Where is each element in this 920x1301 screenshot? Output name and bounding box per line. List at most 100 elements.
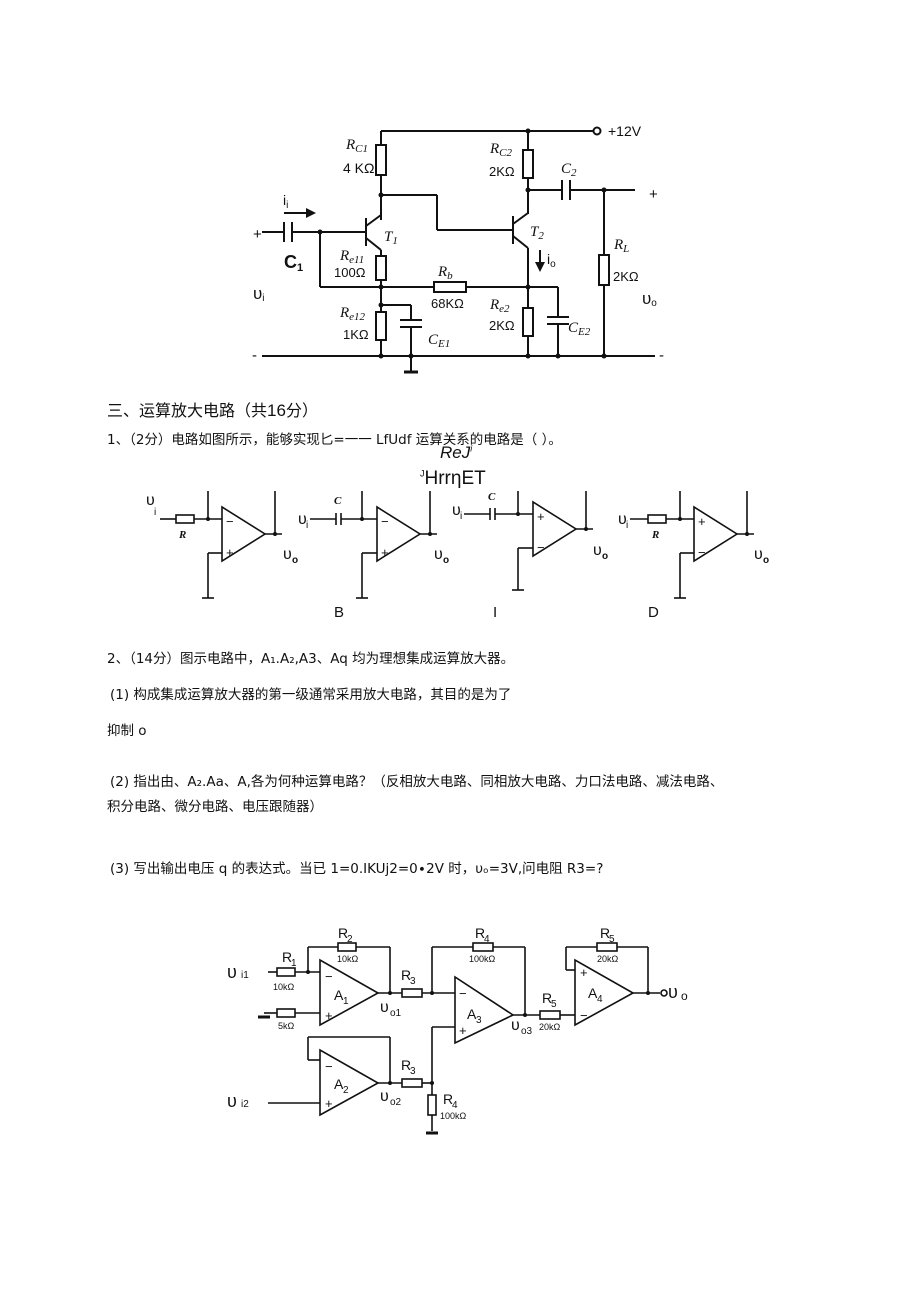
re11-label: Re11	[339, 248, 364, 266]
svg-text:R: R	[178, 529, 186, 541]
svg-text:υ: υ	[618, 511, 627, 528]
c2-label: C2	[561, 161, 577, 179]
svg-text:o: o	[602, 551, 608, 562]
svg-text:1: 1	[343, 996, 349, 1007]
svg-text:5: 5	[609, 934, 615, 945]
svg-text:1: 1	[291, 958, 297, 969]
q2-part1-line2: 抑制 o	[107, 723, 147, 739]
svg-text:R: R	[401, 1057, 411, 1073]
svg-text:R: R	[600, 925, 610, 941]
svg-text:i2: i2	[241, 1099, 249, 1110]
svg-text:−: −	[325, 969, 333, 984]
input-minus-label: -	[252, 347, 257, 364]
svg-text:A: A	[588, 985, 598, 1001]
c1-label: C1	[284, 252, 303, 274]
svg-text:R: R	[338, 925, 348, 941]
svg-text:o: o	[763, 555, 769, 566]
rl-label: RL	[613, 237, 629, 255]
svg-text:5kΩ: 5kΩ	[278, 1021, 295, 1031]
svg-text:R: R	[542, 990, 552, 1006]
rl-value: 2KΩ	[613, 269, 639, 284]
q2-part1-line1: (1) 构成集成运算放大器的第一级通常采用放大电路，其目的是为了	[110, 687, 512, 703]
svg-text:o: o	[292, 555, 298, 566]
io-label: io	[547, 251, 556, 270]
svg-text:υ: υ	[593, 542, 602, 559]
q2-part2-line2: 积分电路、微分电路、电压跟随器）	[107, 799, 323, 815]
svg-text:C: C	[488, 491, 496, 503]
svg-text:υ: υ	[380, 1088, 389, 1105]
svg-text:3: 3	[410, 1066, 416, 1077]
input-plus-label: +	[253, 226, 262, 243]
svg-text:R: R	[401, 967, 411, 983]
svg-text:100kΩ: 100kΩ	[469, 954, 496, 964]
svg-text:i: i	[460, 511, 462, 522]
svg-text:A: A	[334, 987, 344, 1003]
svg-text:υ: υ	[434, 546, 443, 563]
svg-text:3: 3	[410, 976, 416, 987]
rc2-value: 2KΩ	[489, 164, 515, 179]
svg-text:+: +	[325, 1096, 333, 1111]
svg-text:i: i	[306, 520, 308, 531]
svg-text:+: +	[226, 545, 234, 560]
svg-text:−: −	[459, 986, 467, 1001]
svg-text:5: 5	[551, 999, 557, 1010]
heading-suffix: 分）	[285, 401, 318, 420]
svg-text:υ: υ	[298, 511, 307, 528]
svg-text:−: −	[698, 545, 706, 560]
heading-prefix: 三、运算放大电路（共	[107, 401, 268, 420]
svg-text:2: 2	[347, 934, 353, 945]
svg-text:A: A	[334, 1076, 344, 1092]
svg-text:υ: υ	[452, 502, 461, 519]
svg-text:R: R	[282, 949, 292, 965]
q2-part2-line1: (2) 指出由、A₂.Aa、A,各为何种运算电路？（反相放大电路、同相放大电路、…	[110, 774, 724, 790]
vi-label: υi	[253, 284, 265, 304]
vcc-label: +12V	[608, 123, 642, 139]
q2-title: 2、（14分）图示电路中，A₁.A₂,A3、Aq 均为理想集成运算放大器。	[107, 651, 515, 667]
q1-text: 1、（2分）电路如图所示，能够实现匕=一一 LfUdf 运算关系的电路是（ ）。	[107, 432, 562, 448]
heading-number: 16	[267, 401, 286, 420]
svg-text:+: +	[381, 545, 389, 560]
svg-text:R: R	[651, 529, 659, 541]
svg-text:υ: υ	[283, 546, 292, 563]
q1-garbled-1: ReJi	[440, 443, 473, 462]
svg-text:−: −	[537, 540, 545, 555]
svg-text:+: +	[537, 509, 545, 524]
amplifier-circuit-diagram: +12V RC1 4 KΩ RC2 2KΩ C2 + ii + T1 T2 Re…	[252, 123, 664, 374]
svg-text:υ: υ	[668, 982, 678, 1002]
svg-text:C: C	[334, 495, 342, 507]
q2-part3: (3) 写出输出电压 q 的表达式。当已 1=0.IKUj2=0∙2V 时，υₒ…	[110, 861, 604, 877]
svg-text:υ: υ	[227, 1091, 237, 1111]
svg-text:+: +	[698, 514, 706, 529]
svg-text:100kΩ: 100kΩ	[440, 1111, 467, 1121]
svg-text:−: −	[381, 514, 389, 529]
svg-text:10kΩ: 10kΩ	[337, 954, 359, 964]
svg-text:i: i	[626, 520, 628, 531]
svg-text:4: 4	[484, 934, 490, 945]
svg-text:+: +	[459, 1023, 467, 1038]
svg-text:10kΩ: 10kΩ	[273, 982, 295, 992]
output-minus-label: -	[659, 347, 664, 364]
svg-text:A: A	[467, 1006, 477, 1022]
ce2-label: CE2	[568, 320, 591, 338]
ii-label: ii	[283, 192, 288, 211]
svg-text:o2: o2	[390, 1097, 402, 1108]
rc1-value: 4 KΩ	[343, 160, 374, 176]
rb-label: Rb	[437, 264, 453, 282]
svg-text:20kΩ: 20kΩ	[539, 1022, 561, 1032]
output-plus-label: +	[649, 186, 658, 203]
svg-text:2: 2	[343, 1085, 349, 1096]
svg-text:o: o	[443, 555, 449, 566]
re2-label: Re2	[489, 297, 510, 315]
svg-text:i1: i1	[241, 970, 249, 981]
section3-heading: 三、运算放大电路（共16分）	[107, 397, 318, 421]
svg-text:4: 4	[597, 994, 603, 1005]
svg-text:4: 4	[452, 1100, 458, 1111]
svg-text:3: 3	[476, 1015, 482, 1026]
option-label-b: B	[334, 604, 345, 621]
svg-text:−: −	[226, 514, 234, 529]
vo-label: υo	[642, 289, 657, 309]
svg-text:R: R	[443, 1091, 453, 1107]
svg-text:+: +	[580, 965, 588, 980]
t1-label: T1	[384, 229, 398, 247]
